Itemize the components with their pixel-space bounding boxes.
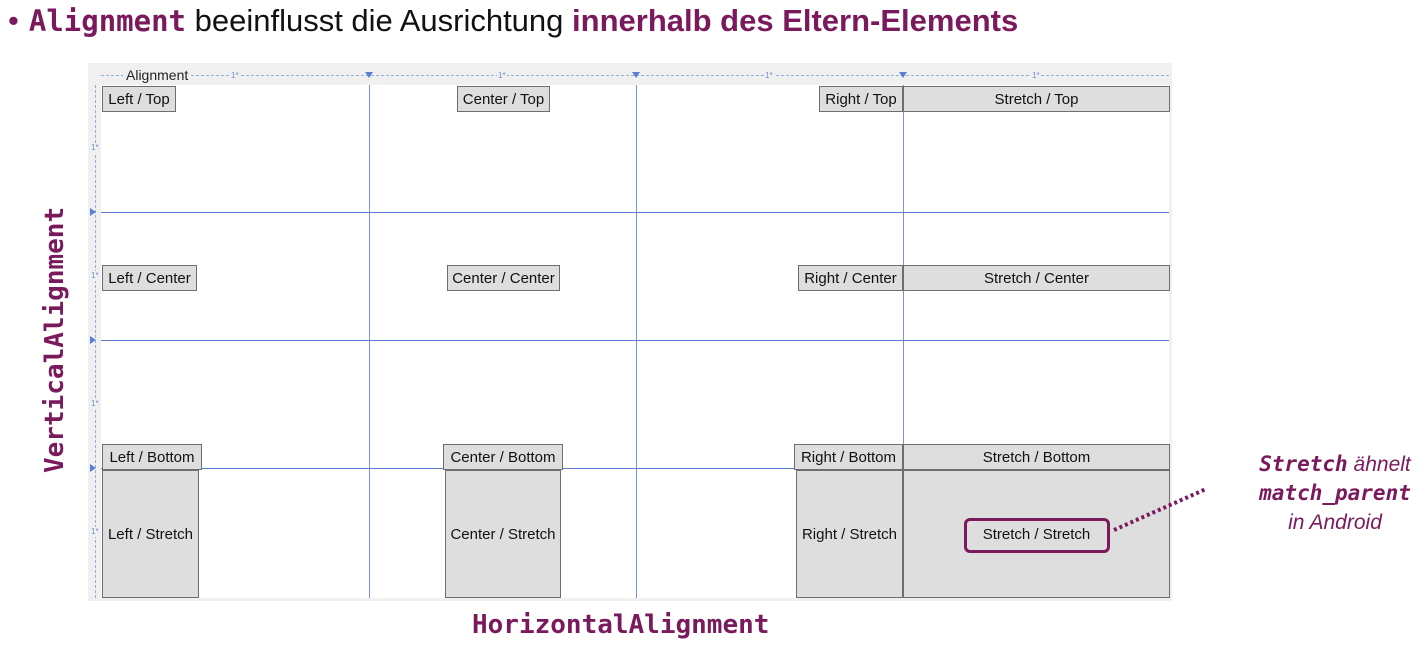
button-left-top[interactable]: Left / Top: [102, 86, 176, 112]
button-left-bottom[interactable]: Left / Bottom: [102, 444, 202, 470]
row-splitter-handle[interactable]: [90, 464, 96, 472]
button-stretch-stretch[interactable]: Stretch / Stretch: [903, 470, 1170, 598]
button-stretch-bottom[interactable]: Stretch / Bottom: [903, 444, 1170, 470]
button-center-bottom[interactable]: Center / Bottom: [443, 444, 563, 470]
note-stretch-term: Stretch: [1259, 452, 1348, 476]
heading-text: beeinflusst die Ausrichtung: [186, 3, 573, 38]
button-center-center[interactable]: Center / Center: [447, 265, 560, 291]
button-center-top[interactable]: Center / Top: [457, 86, 550, 112]
button-right-bottom[interactable]: Right / Bottom: [794, 444, 903, 470]
button-right-stretch[interactable]: Right / Stretch: [796, 470, 903, 598]
button-right-top[interactable]: Right / Top: [819, 86, 903, 112]
stretch-note: Stretch ähnelt match_parent in Android: [1240, 450, 1428, 537]
column-ruler-label-4: 1*: [1031, 71, 1041, 81]
column-ruler-label-3: 1*: [764, 71, 774, 81]
row-splitter-handle[interactable]: [90, 208, 96, 216]
column-gridline: [903, 85, 904, 598]
column-gridline: [636, 85, 637, 598]
row-ruler-label-1: 1*: [90, 143, 100, 153]
button-left-stretch[interactable]: Left / Stretch: [102, 470, 199, 598]
column-gridline: [369, 85, 370, 598]
horizontal-axis-label: HorizontalAlignment: [472, 610, 770, 640]
heading-emphasis: innerhalb des Eltern-Elements: [572, 3, 1019, 38]
note-line-1-text: ähnelt: [1347, 453, 1411, 476]
button-left-center[interactable]: Left / Center: [102, 265, 197, 291]
heading-code: Alignment: [28, 4, 186, 38]
column-splitter-handle[interactable]: [365, 72, 373, 78]
row-ruler-label-3: 1*: [90, 399, 100, 409]
column-ruler-label-1: 1*: [230, 71, 240, 81]
button-stretch-top[interactable]: Stretch / Top: [903, 86, 1170, 112]
column-splitter-handle[interactable]: [632, 72, 640, 78]
button-right-center[interactable]: Right / Center: [798, 265, 903, 291]
note-line-1: Stretch ähnelt: [1240, 450, 1428, 479]
row-gridline: [101, 212, 1169, 213]
row-ruler-label-2: 1*: [90, 271, 100, 281]
note-line-3: in Android: [1288, 511, 1382, 534]
row-ruler-label-4: 1*: [90, 527, 100, 537]
vertical-axis-label: VerticalAlignment: [40, 206, 70, 473]
row-gridline: [101, 340, 1169, 341]
callout-connector: [1113, 487, 1207, 532]
bullet: •: [8, 3, 19, 38]
stretch-stretch-highlight: [964, 518, 1110, 553]
note-match-parent-term: match_parent: [1259, 481, 1411, 505]
slide-heading: • Alignment beeinflusst die Ausrichtung i…: [8, 2, 1018, 40]
column-splitter-handle[interactable]: [899, 72, 907, 78]
column-ruler-label-2: 1*: [497, 71, 507, 81]
grid-name-label: Alignment: [123, 67, 192, 83]
button-center-stretch[interactable]: Center / Stretch: [445, 470, 561, 598]
row-splitter-handle[interactable]: [90, 336, 96, 344]
row-gridline: [101, 468, 1169, 469]
button-stretch-center[interactable]: Stretch / Center: [903, 265, 1170, 291]
